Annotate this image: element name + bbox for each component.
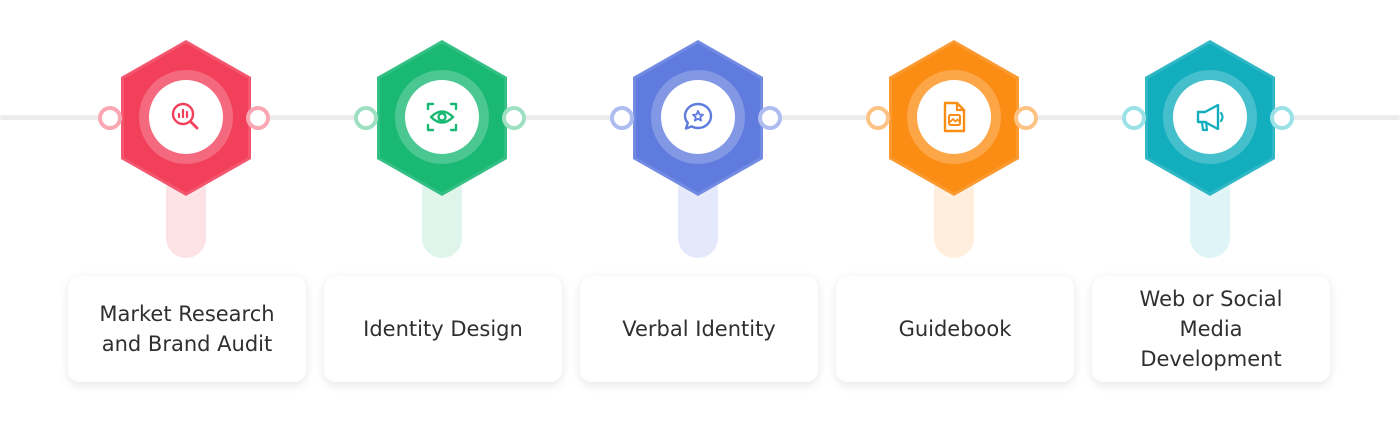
left-connector [866, 106, 890, 130]
left-connector [354, 106, 378, 130]
step-card: Guidebook [836, 276, 1074, 382]
step-card: Verbal Identity [580, 276, 818, 382]
chat-bubble-star-icon [683, 102, 713, 130]
document-image-icon [943, 101, 966, 133]
step-card: Market Research and Brand Audit [68, 276, 306, 382]
icon-circle [1173, 80, 1247, 154]
icon-circle [917, 80, 991, 154]
step-label: Verbal Identity [622, 317, 776, 341]
step-guidebook: Guidebook [834, 0, 1074, 428]
step-web-social: Web or Social Media Development [1090, 0, 1330, 428]
step-label: Identity Design [363, 317, 523, 341]
right-connector [1270, 106, 1294, 130]
magnifier-chart-icon [171, 102, 199, 130]
left-connector [610, 106, 634, 130]
icon-circle [661, 80, 735, 154]
step-card: Identity Design [324, 276, 562, 382]
left-connector [98, 106, 122, 130]
left-connector [1122, 106, 1146, 130]
step-card: Web or Social Media Development [1092, 276, 1330, 382]
icon-circle [405, 80, 479, 154]
eye-scan-icon [426, 102, 458, 132]
step-verbal-identity: Verbal Identity [578, 0, 818, 428]
right-connector [1014, 106, 1038, 130]
megaphone-icon [1196, 103, 1224, 132]
step-label: Market Research and Brand Audit [99, 302, 275, 356]
step-identity-design: Identity Design [322, 0, 562, 428]
right-connector [758, 106, 782, 130]
step-market-research: Market Research and Brand Audit [66, 0, 306, 428]
step-label: Web or Social Media Development [1139, 287, 1283, 371]
icon-circle [149, 80, 223, 154]
right-connector [502, 106, 526, 130]
step-label: Guidebook [898, 317, 1012, 341]
right-connector [246, 106, 270, 130]
